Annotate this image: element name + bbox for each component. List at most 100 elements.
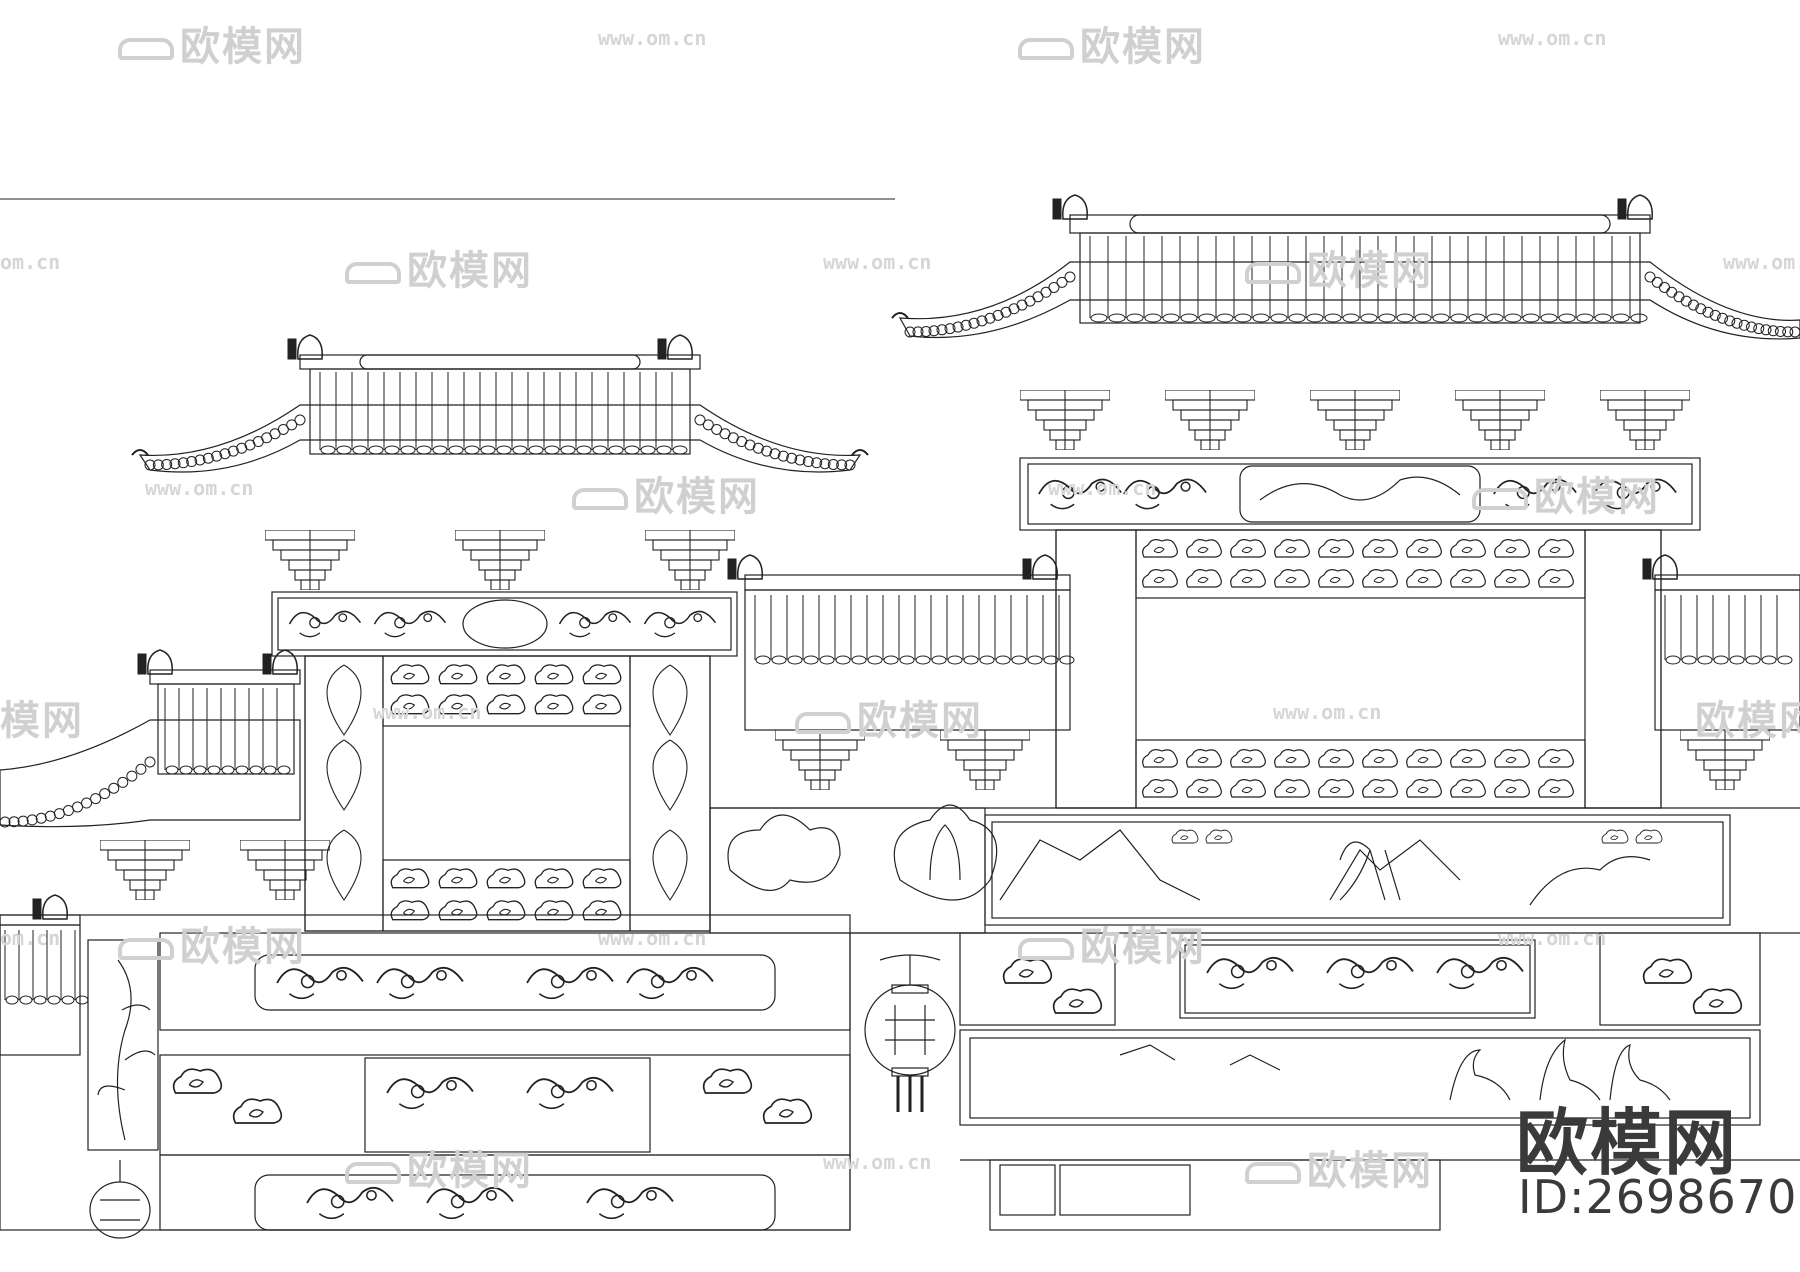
tile-end [1011, 655, 1027, 665]
tile-end [1126, 313, 1144, 323]
eave-tile [984, 312, 996, 324]
watermark-logo: 欧模网 [1018, 14, 1206, 72]
tile-end [1713, 655, 1729, 665]
tile-end [1396, 313, 1414, 323]
eave-tile [920, 325, 932, 337]
cloud-motif [1142, 569, 1178, 588]
roof-right-wing [1654, 574, 1800, 731]
tile-end [1594, 313, 1612, 323]
cloud-motif [390, 868, 430, 889]
cloud-motif [1494, 569, 1530, 588]
eave-tile [1673, 291, 1685, 303]
tile-end [464, 445, 480, 455]
eave-ornament [891, 312, 909, 319]
cloud-motif [1538, 569, 1574, 588]
cloud-motif [582, 664, 622, 685]
cloud-motif [390, 664, 430, 685]
eave-tile [152, 459, 164, 471]
eave-tile [35, 812, 47, 824]
cloud-motif [1494, 749, 1530, 768]
pillar-ornament [326, 829, 362, 901]
watermark-logo: 欧模网 [1245, 238, 1433, 296]
tile-end [771, 655, 787, 665]
ridge-beast [147, 649, 173, 675]
tile-end [1612, 313, 1630, 323]
cloud-motif [1205, 829, 1233, 844]
bracket-set [100, 840, 190, 900]
tile-end [624, 445, 640, 455]
tile-end [61, 995, 75, 1005]
cloud-motif [1186, 539, 1222, 558]
cloud-motif [1318, 779, 1354, 798]
gate-left-opening [304, 655, 711, 932]
tile-end [384, 445, 400, 455]
tile-end [448, 445, 464, 455]
tile-end [1681, 655, 1697, 665]
eave-tile [711, 423, 723, 435]
eave-tile [117, 776, 129, 788]
floral-scroll [626, 966, 714, 1000]
tile-end [47, 995, 61, 1005]
tile-end [1180, 313, 1198, 323]
landscape-panel [984, 814, 1731, 926]
ridge-beast [667, 334, 693, 360]
eave-tile [81, 797, 93, 809]
tile-end [851, 655, 867, 665]
tile-end [528, 445, 544, 455]
tile-end [899, 655, 915, 665]
cloud-motif [1538, 779, 1574, 798]
roof-middle-hall [744, 574, 1075, 731]
eave-tile [211, 450, 223, 462]
tile-end [221, 765, 235, 775]
eave-tile [0, 816, 11, 828]
watermark-url: om.cn [0, 926, 61, 950]
tile-end [1697, 655, 1713, 665]
bracket-set [1020, 390, 1110, 450]
bracket-set [645, 530, 735, 590]
watermark-logo: 欧模网 [795, 688, 983, 746]
cloud-motif [1362, 749, 1398, 768]
tile-end [931, 655, 947, 665]
tile-end [1378, 313, 1396, 323]
floral-scroll [1206, 956, 1294, 990]
cloud-motif [582, 900, 622, 921]
eave-tile [702, 419, 714, 431]
eave-tile [1746, 321, 1757, 333]
ridge-beast [1062, 194, 1088, 220]
watermark-url: www.om.cn [1498, 926, 1607, 950]
cloud-motif [438, 664, 478, 685]
cloud-motif [486, 868, 526, 889]
lantern-lower [89, 1160, 151, 1239]
tile-end [416, 445, 432, 455]
cloud-motif [1274, 749, 1310, 768]
tile-end [1162, 313, 1180, 323]
tile-end [1288, 313, 1306, 323]
cloud-motif [1692, 988, 1743, 1014]
ridge-beast [737, 554, 763, 580]
tile-end [249, 765, 263, 775]
floral-scroll [558, 610, 632, 638]
tile-end [512, 445, 528, 455]
tile-end [432, 445, 448, 455]
eave-ornament [131, 449, 149, 456]
ridge-beast [42, 894, 68, 920]
watermark-logo: 欧模网 [118, 14, 306, 72]
eave-tile [1644, 271, 1656, 283]
tile-end [787, 655, 803, 665]
tile-end [1468, 313, 1486, 323]
tile-end [1306, 313, 1324, 323]
tile-end [352, 445, 368, 455]
watermark-url: om.cn [0, 250, 61, 274]
tile-end [1252, 313, 1270, 323]
tile-end [1504, 313, 1522, 323]
eave-tile [844, 459, 856, 471]
cloud-motif [1318, 749, 1354, 768]
tile-end [75, 995, 89, 1005]
tile-end [480, 445, 496, 455]
bracket-set [240, 840, 330, 900]
tile-end [165, 765, 179, 775]
floral-scroll [376, 966, 464, 1000]
ridge-finial [727, 558, 737, 580]
tile-end [33, 995, 47, 1005]
tile-end [995, 655, 1011, 665]
